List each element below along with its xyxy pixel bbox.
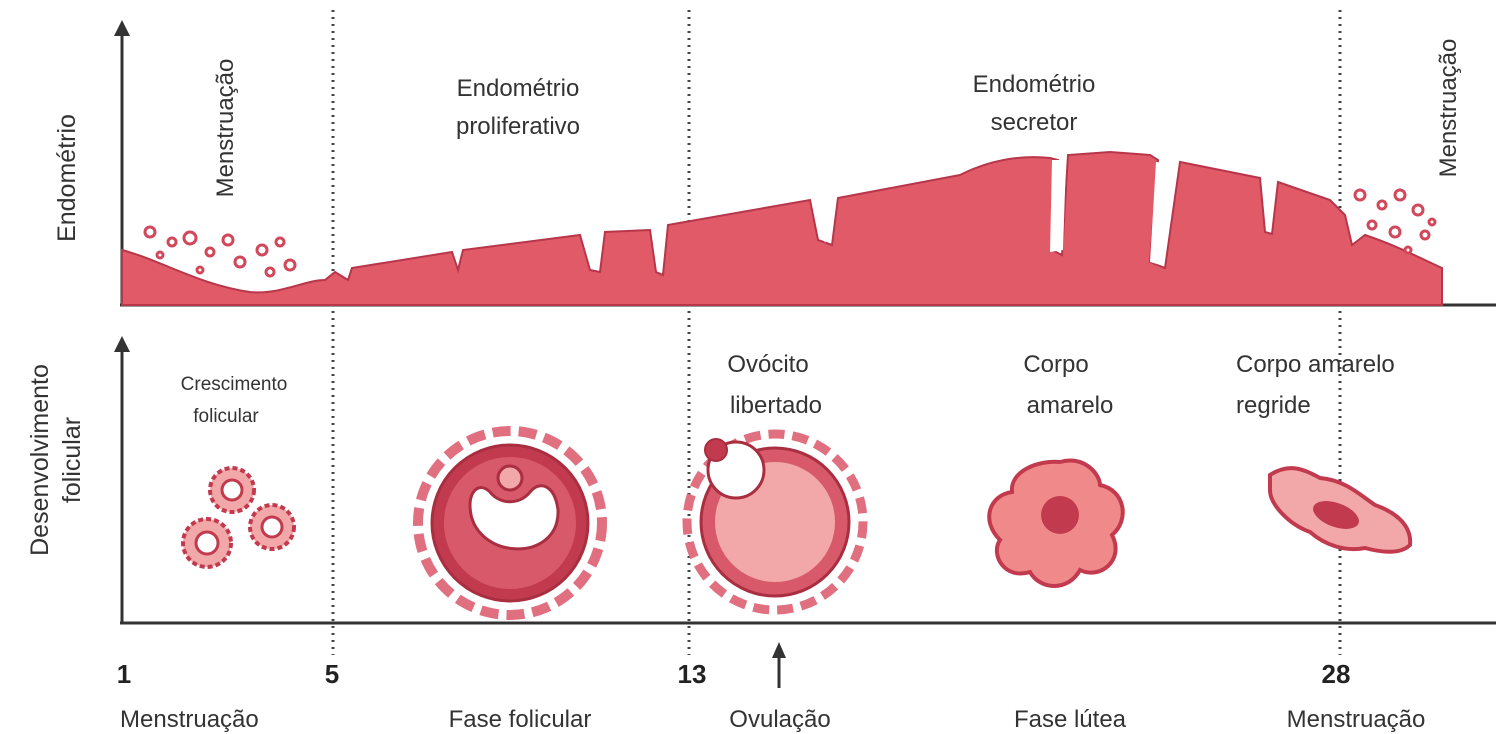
label-follicular-growth-line1: Crescimento <box>181 374 288 395</box>
day-label-5: 5 <box>325 659 339 689</box>
day-label-28: 28 <box>1322 659 1351 689</box>
droplet <box>1378 201 1386 209</box>
droplet <box>276 238 284 246</box>
label-corpus-line2: amarelo <box>1027 392 1114 419</box>
label-oocyte-line2: libertado <box>730 392 822 419</box>
label-corpus-regress-line1: Corpo amarelo <box>1236 351 1395 378</box>
phase-menstruation-end: Menstruação <box>1287 706 1426 733</box>
droplet <box>1413 205 1423 215</box>
droplet <box>1429 219 1435 225</box>
label-menstruation-left: Menstruação <box>212 59 239 198</box>
label-proliferative-line2: proliferativo <box>456 113 580 140</box>
droplet <box>1405 247 1411 253</box>
small-follicles <box>183 468 294 567</box>
label-follicular-growth-line2: folicular <box>193 406 259 427</box>
released-oocyte <box>705 439 727 461</box>
droplet <box>168 238 176 246</box>
droplet <box>266 268 274 276</box>
phase-menstruation: Menstruação <box>120 706 259 733</box>
phase-ovulation: Ovulação <box>729 706 830 733</box>
droplet <box>145 227 155 237</box>
droplet <box>223 235 233 245</box>
label-secretory-line1: Endométrio <box>973 71 1096 98</box>
droplet <box>1368 221 1376 229</box>
droplet <box>1421 231 1429 239</box>
endometrium-layer <box>122 152 1442 305</box>
day-label-13: 13 <box>678 659 707 689</box>
bottom-y-axis-label-line2: folicular <box>58 417 86 503</box>
label-corpus-line1: Corpo <box>1023 351 1088 378</box>
gland-opening <box>588 240 598 268</box>
droplet <box>235 257 245 267</box>
follicle-oocyte <box>498 466 522 490</box>
label-corpus-regress-line2: regride <box>1236 392 1311 419</box>
phase-luteal: Fase lútea <box>1014 706 1127 733</box>
droplet <box>197 267 203 273</box>
droplet <box>257 245 267 255</box>
label-oocyte-line1: Ovócito <box>727 351 808 378</box>
corpus-luteum <box>989 461 1123 586</box>
label-secretory-line2: secretor <box>991 109 1078 136</box>
top-y-axis-arrow-icon <box>114 20 130 36</box>
droplet <box>184 232 196 244</box>
droplet <box>157 252 163 258</box>
small-follicle-cavity <box>262 517 282 537</box>
small-follicle-cavity <box>222 480 242 500</box>
bottom-y-axis-arrow-icon <box>114 336 130 352</box>
top-y-axis-label: Endométrio <box>53 114 81 242</box>
ovulation-arrow-icon <box>772 642 786 658</box>
droplet <box>1355 190 1365 200</box>
ovulating-follicle <box>687 434 863 610</box>
droplet <box>1390 227 1400 237</box>
developing-follicle <box>418 431 602 615</box>
label-proliferative-line1: Endométrio <box>457 75 580 102</box>
corpus-luteum-center <box>1041 496 1079 534</box>
ovulation-arrow <box>772 642 786 688</box>
label-menstruation-right: Menstruação <box>1435 39 1462 178</box>
small-follicle-cavity <box>196 532 218 554</box>
day-label-1: 1 <box>117 659 131 689</box>
phase-follicular: Fase folicular <box>449 706 592 733</box>
bottom-y-axis-label-line1: Desenvolvimento <box>26 364 54 556</box>
droplet <box>206 248 214 256</box>
droplet <box>1395 190 1405 200</box>
droplet <box>285 260 295 270</box>
